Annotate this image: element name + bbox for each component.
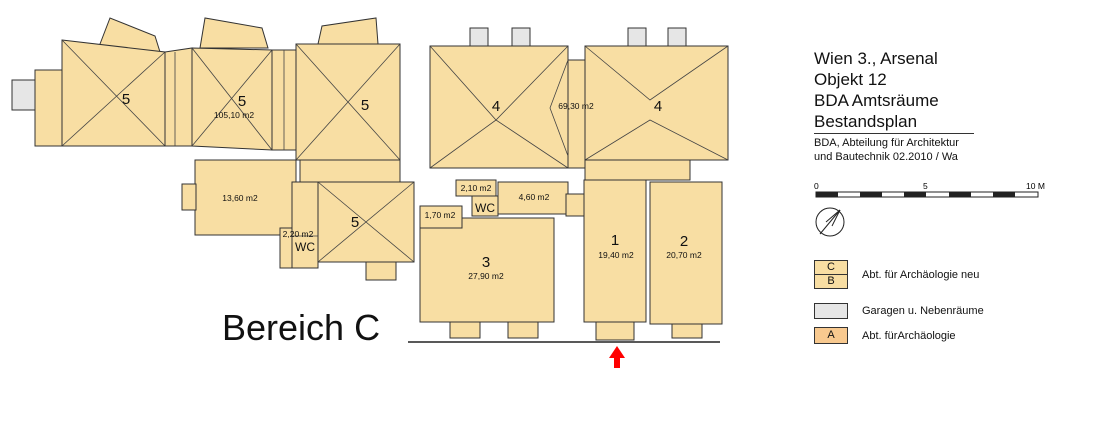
roof-front-3 xyxy=(317,17,379,45)
scale-bar-graphic: 0 5 10 M xyxy=(814,181,1045,198)
legend-cb-bottom: B xyxy=(815,274,847,288)
title-line-1: Wien 3., Arsenal xyxy=(814,49,938,68)
scale-tick-5: 5 xyxy=(923,181,928,191)
chimney-1 xyxy=(469,27,489,49)
room-1-70-label: 1,70 m2 xyxy=(425,210,456,220)
room-4b-label: 4 xyxy=(654,98,662,115)
rooms-1-2 xyxy=(583,179,723,341)
scale-tick-0: 0 xyxy=(814,181,819,191)
room-2-10-label: 2,10 m2 xyxy=(461,183,492,193)
left-stair xyxy=(11,79,36,111)
credit-line-1: BDA, Abteilung für Architektur xyxy=(814,137,959,149)
scale-tick-10: 10 M xyxy=(1026,181,1045,191)
plan-title: Wien 3., Arsenal Objekt 12 BDA Amtsräume… xyxy=(814,48,939,132)
legend-cb-label: Abt. für Archäologie neu xyxy=(862,268,980,281)
entrance-arrow-icon xyxy=(609,346,625,368)
room-3-label: 3 xyxy=(482,254,490,271)
room-2-step xyxy=(671,323,703,339)
connector-4 xyxy=(567,59,586,169)
room-3-step-2 xyxy=(507,321,539,339)
title-line-3: BDA Amtsräume xyxy=(814,91,939,110)
legend-grey-box xyxy=(814,303,848,319)
left-annex xyxy=(34,69,63,147)
legend-cb-top: C xyxy=(815,261,847,274)
wc-2-label: WC xyxy=(475,201,495,215)
plan-credit: BDA, Abteilung für Architektur und Baute… xyxy=(814,133,974,164)
legend-a-label: Abt. fürArchäologie xyxy=(862,329,956,342)
room-2-area: 20,70 m2 xyxy=(666,250,702,260)
room-5b-label: 5 xyxy=(238,93,246,110)
north-arrow-icon xyxy=(815,207,845,237)
room-13-60-label: 13,60 m2 xyxy=(222,193,258,203)
room-2-label: 2 xyxy=(680,233,688,250)
left-wing xyxy=(11,17,401,183)
room-3-area: 27,90 m2 xyxy=(468,271,504,281)
chimney-4 xyxy=(667,27,687,49)
niche-2 xyxy=(565,193,585,217)
title-line-4: Bestandsplan xyxy=(814,112,918,131)
room-5c-label: 5 xyxy=(361,97,369,114)
room-5d-label: 5 xyxy=(351,214,359,231)
floor-plan: 5 5 105,10 m2 5 4 69,30 m2 4 13,60 m2 2,… xyxy=(11,17,729,368)
room-1-label: 1 xyxy=(611,232,619,249)
room-4-60 xyxy=(497,181,569,215)
legend-cb-box: C B xyxy=(814,260,848,289)
room-3 xyxy=(419,217,555,323)
middle-block xyxy=(419,179,585,339)
wc-1-label: WC xyxy=(295,240,315,254)
credit-line-2: und Bautechnik 02.2010 / Wa xyxy=(814,151,958,163)
bereich-label: Bereich C xyxy=(222,307,380,348)
legend-grey-label: Garagen u. Nebenräume xyxy=(862,305,984,317)
room-1-step xyxy=(595,321,635,341)
legend-cb: C B Abt. für Archäologie neu xyxy=(814,260,979,289)
chimney-3 xyxy=(627,27,647,49)
roof-front-2 xyxy=(199,17,269,49)
room-2 xyxy=(649,181,723,325)
room-4-60-label: 4,60 m2 xyxy=(519,192,550,202)
room-1-area: 19,40 m2 xyxy=(598,250,634,260)
room-5a-label: 5 xyxy=(122,91,130,108)
room-1 xyxy=(583,179,647,323)
room-2-20-label: 2,20 m2 xyxy=(283,229,314,239)
wc-1 xyxy=(291,181,319,269)
chimney-2 xyxy=(511,27,531,49)
legend-a-box: A xyxy=(814,327,848,344)
room-4a-label: 4 xyxy=(492,98,500,115)
room-5c-lower xyxy=(299,159,401,183)
niche-1 xyxy=(181,183,197,211)
room-3-step-1 xyxy=(449,321,481,339)
legend-grey: Garagen u. Nebenräume xyxy=(814,303,984,319)
right-wing xyxy=(429,27,729,181)
room-5b-area: 105,10 m2 xyxy=(214,110,254,120)
title-line-2: Objekt 12 xyxy=(814,70,887,89)
legend-a: A Abt. fürArchäologie xyxy=(814,327,956,344)
room-4-area: 69,30 m2 xyxy=(558,101,594,111)
connector-1 xyxy=(164,47,193,147)
room-5d-step xyxy=(365,261,397,281)
room-4b-lower xyxy=(584,159,691,181)
lower-left xyxy=(181,159,415,281)
